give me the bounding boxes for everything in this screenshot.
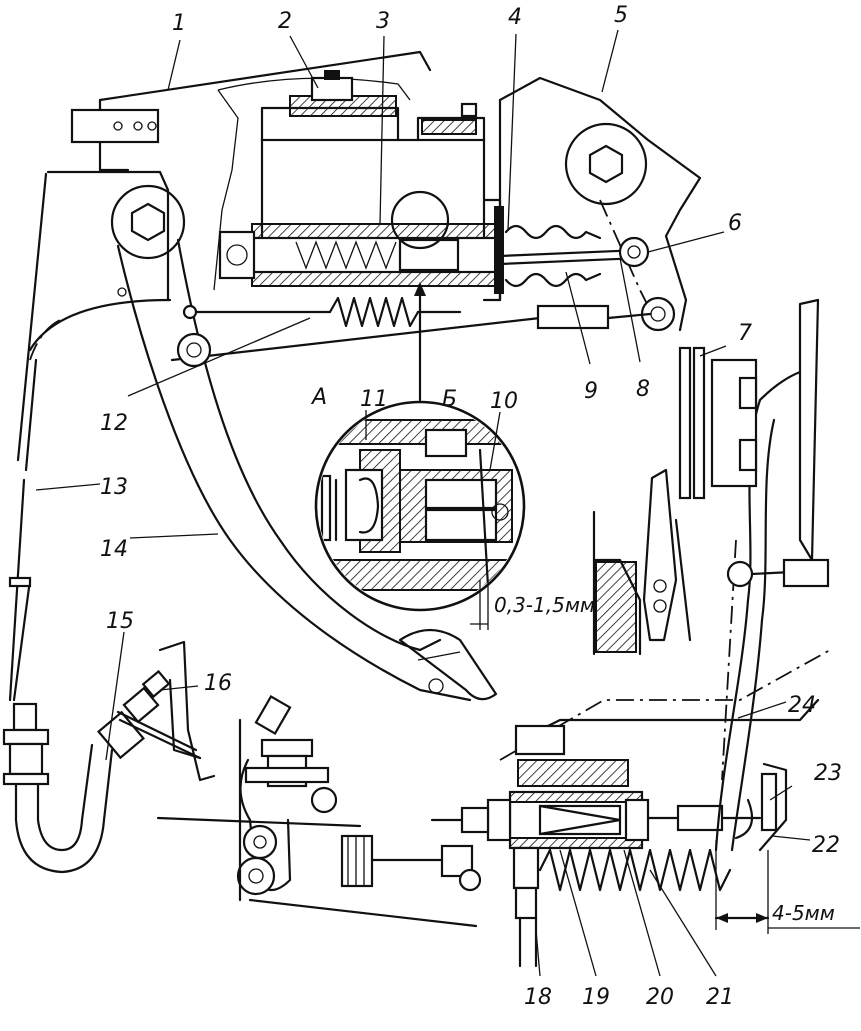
boot-and-pushrod [498, 224, 642, 288]
return-spring [28, 296, 652, 368]
label-21: 21 [706, 985, 734, 1010]
label-A: А [310, 385, 327, 410]
label-4: 4 [508, 5, 522, 30]
pedal-stop-detail [592, 468, 692, 656]
free-play-dimension-label: 4-5мм [772, 901, 835, 925]
leader-lines [35, 29, 811, 977]
label-13: 13 [100, 475, 128, 500]
label-11: 11 [360, 387, 388, 412]
label-18: 18 [524, 985, 552, 1010]
label-19: 19 [582, 985, 610, 1010]
label-8: 8 [636, 377, 650, 402]
pedal-support-plate [498, 76, 702, 332]
label-22: 22 [812, 833, 840, 858]
callout-labels: 1 2 3 4 5 6 7 8 9 10 11 12 13 14 15 16 1… [100, 3, 842, 1010]
label-9: 9 [584, 379, 598, 404]
label-23: 23 [814, 761, 842, 786]
label-3: 3 [376, 9, 390, 34]
label-20: 20 [646, 985, 674, 1010]
hydraulic-pipe [8, 172, 48, 702]
label-14: 14 [100, 537, 128, 562]
label-6: 6 [728, 211, 742, 236]
gap-dimension-label: 0,3-1,5мм [494, 593, 595, 617]
label-2: 2 [278, 9, 292, 34]
slave-cylinder-connection [156, 695, 482, 928]
label-12: 12 [100, 411, 128, 436]
label-7: 7 [738, 321, 752, 346]
release-fork [678, 298, 830, 852]
flexible-hose [2, 669, 171, 874]
working-cylinder [430, 649, 831, 968]
label-16: 16 [204, 671, 232, 696]
label-B: Б [442, 387, 457, 412]
label-24: 24 [788, 693, 816, 718]
label-5: 5 [614, 3, 628, 28]
label-10: 10 [490, 389, 518, 414]
label-1: 1 [172, 11, 186, 36]
label-15: 15 [106, 609, 134, 634]
pipe-bracket [116, 640, 216, 782]
free-play-dimension [714, 840, 860, 934]
magnified-valve-detail [314, 282, 526, 630]
master-cylinder [218, 70, 504, 302]
